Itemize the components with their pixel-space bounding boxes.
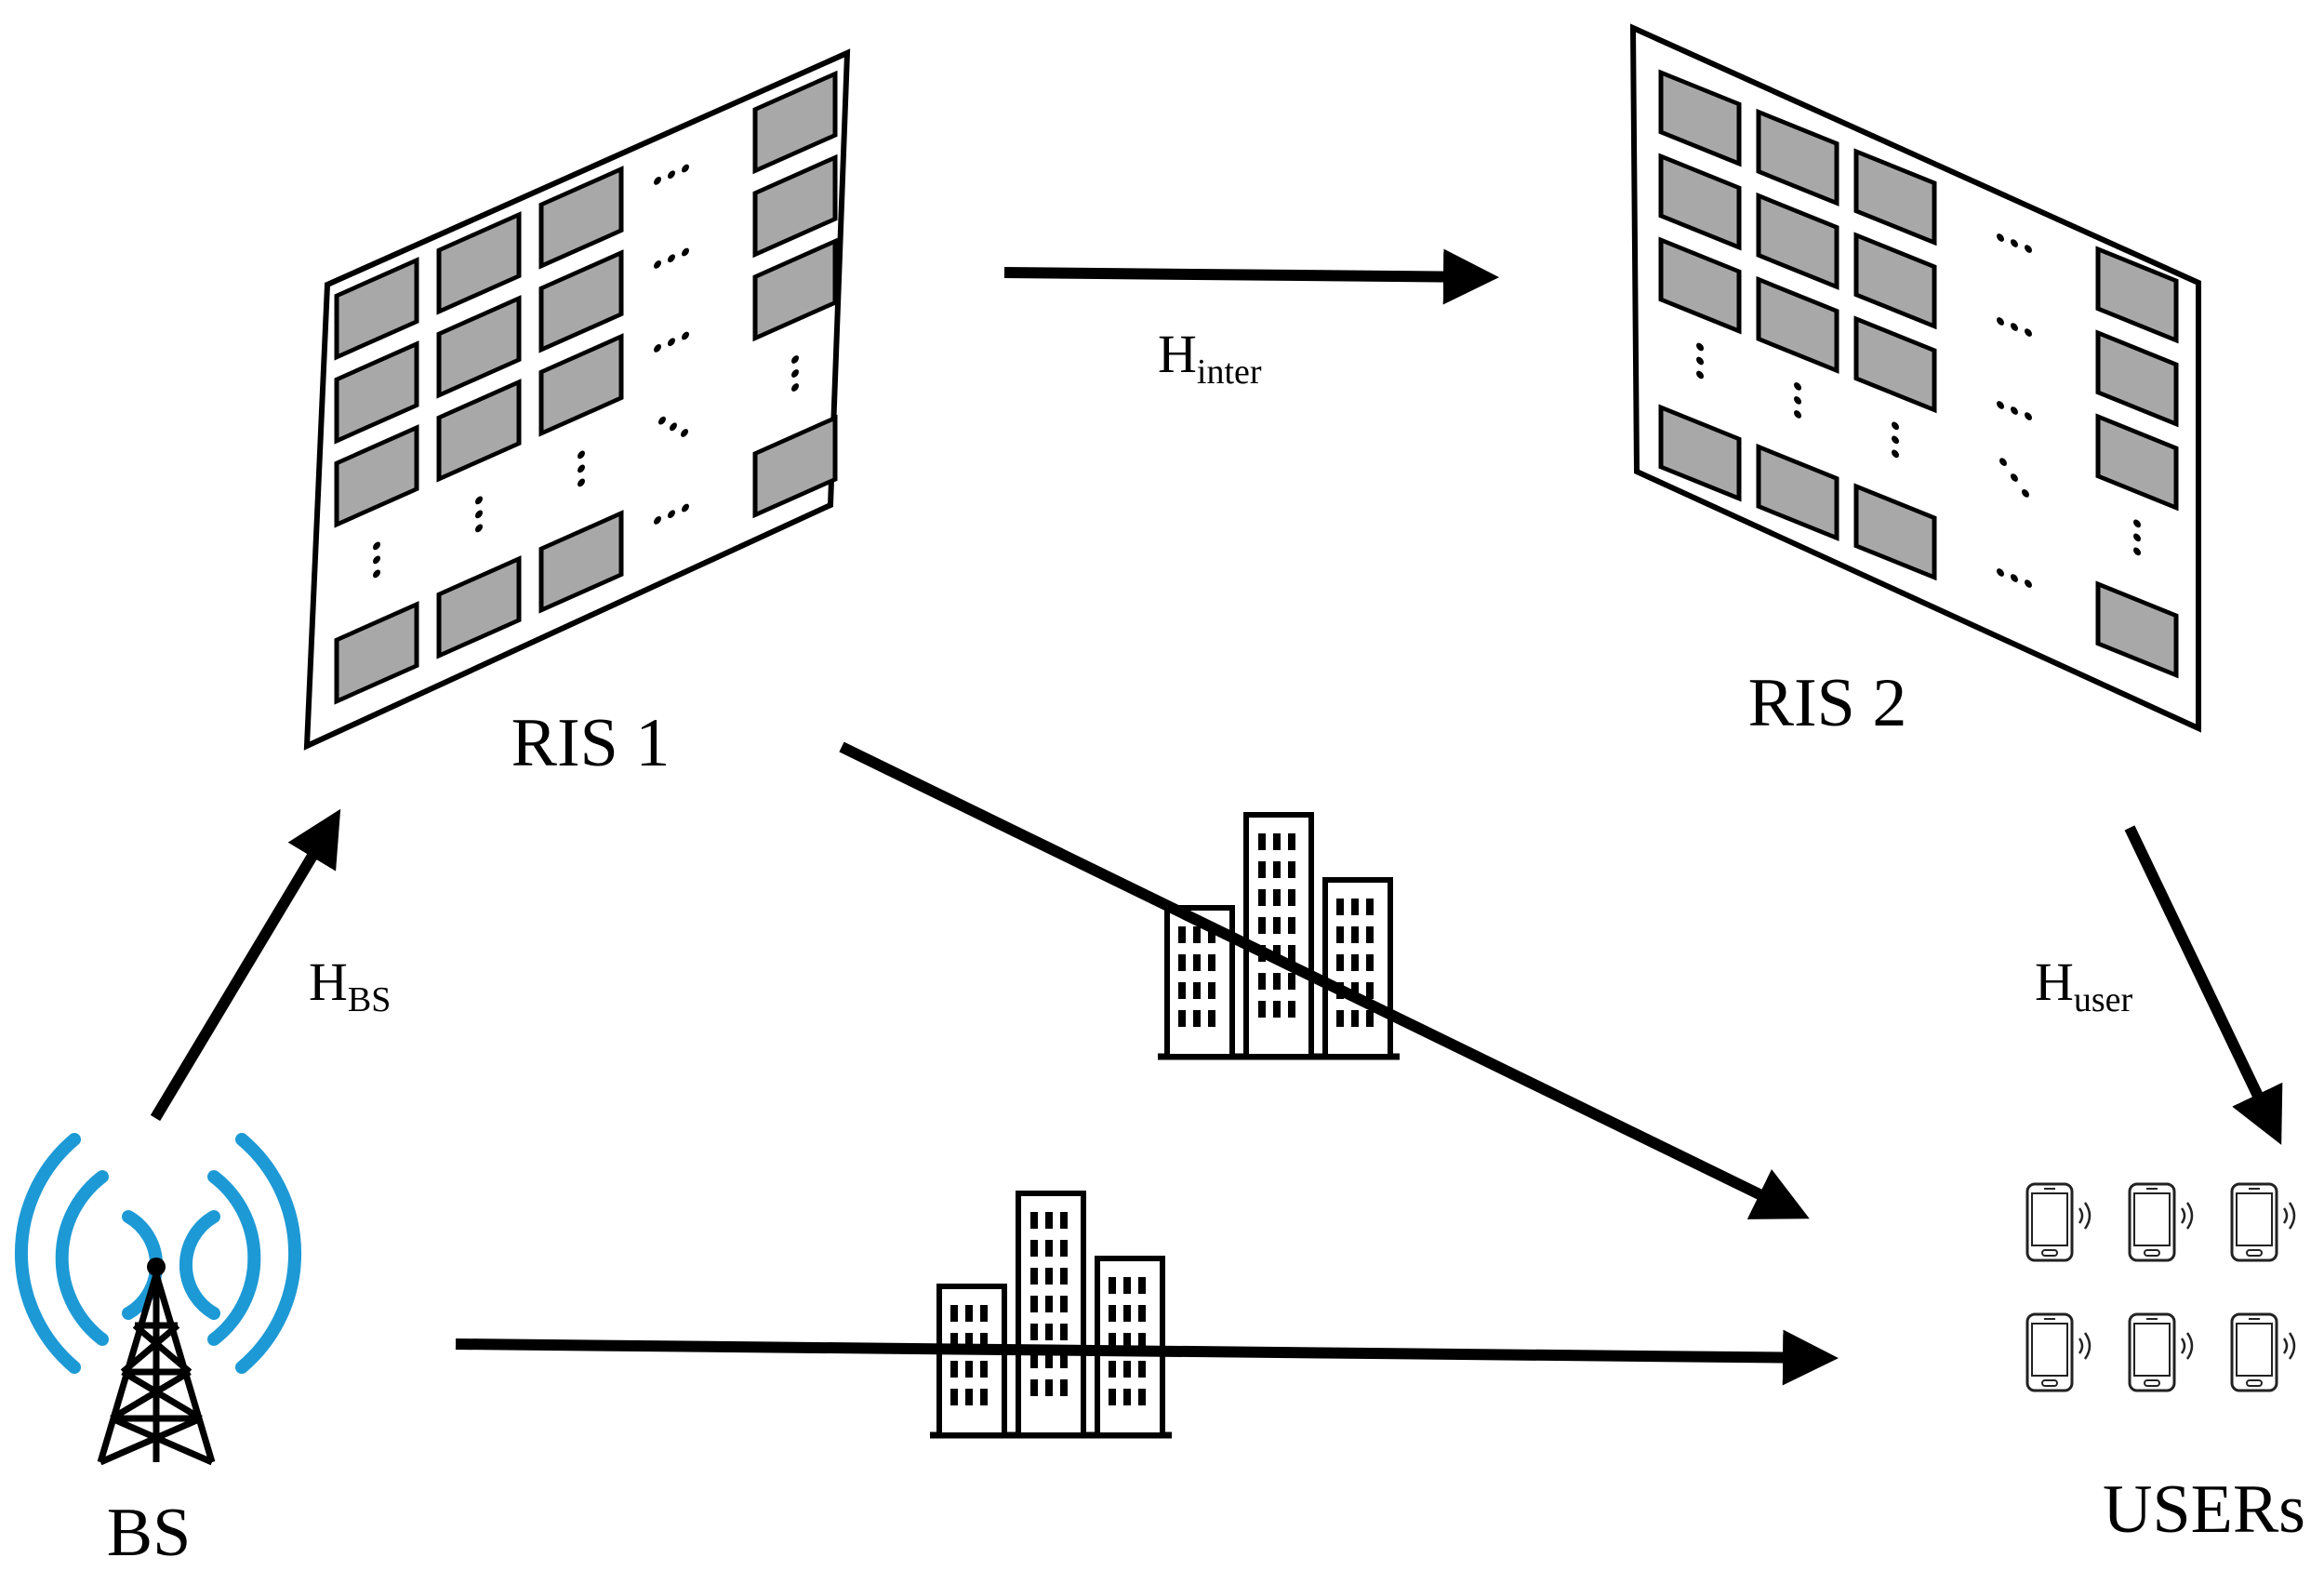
ris1-panel: [303, 48, 851, 751]
arrow-bs-to-users: [455, 1329, 1839, 1386]
users-group: [2025, 1182, 2296, 1392]
smartphone-icon: [2128, 1312, 2194, 1392]
ris2-elements: [1658, 69, 2179, 679]
smartphone-icon: [2230, 1182, 2296, 1262]
smartphone-icon: [2230, 1312, 2296, 1392]
users-label: USERs: [2103, 1471, 2305, 1548]
h-inter-label: Hinter: [1158, 324, 1262, 392]
building-icon: [1158, 815, 1400, 1057]
ris2-label: RIS 2: [1748, 665, 1907, 741]
h-user-label: Huser: [2035, 952, 2133, 1019]
arrow-bs-to-ris1: [150, 808, 341, 1122]
arrow-ris2-to-users: [2124, 825, 2283, 1145]
smartphone-icon: [2025, 1182, 2092, 1262]
ris2-panel: [1629, 23, 2201, 733]
arrow-ris1-to-users: [839, 741, 1810, 1219]
ris1-elements: [334, 70, 838, 705]
cell-tower-icon: [15, 1133, 301, 1466]
h-bs-label: HBS: [309, 952, 391, 1019]
ris1-label: RIS 1: [511, 705, 671, 781]
smartphone-icon: [2025, 1312, 2092, 1392]
arrow-ris1-to-ris2: [1003, 248, 1499, 305]
building-icon: [930, 1193, 1172, 1435]
smartphone-icon: [2128, 1182, 2194, 1262]
bs-label: BS: [107, 1495, 192, 1571]
arrows: [150, 248, 2283, 1386]
